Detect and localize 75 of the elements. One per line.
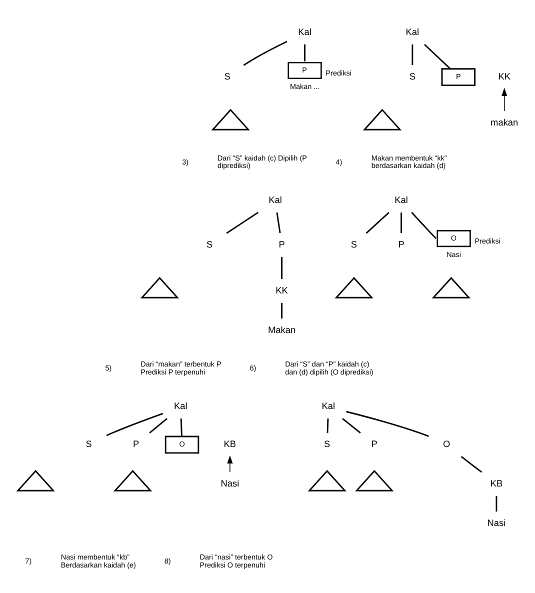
- node-triangle: [334, 276, 374, 298]
- node-box: O: [436, 230, 471, 247]
- node-text: Kal: [322, 400, 336, 411]
- label: 8): [164, 556, 171, 565]
- connector: [366, 212, 390, 234]
- connector: [326, 418, 329, 432]
- connector: [304, 44, 306, 61]
- node-triangle: [308, 469, 346, 491]
- label: Nasi membentuk “kb” Berdasarkan kaidah (e): [60, 552, 136, 569]
- arrow: [501, 87, 508, 111]
- node-box: P: [288, 61, 322, 79]
- label: Dari “S” kaidah (c) Dipilih (P diprediksi): [217, 152, 307, 170]
- connector: [281, 302, 283, 318]
- node-text: Makan: [268, 324, 296, 334]
- node-text: KK: [276, 285, 288, 296]
- node-text: P: [278, 239, 285, 250]
- node-text: S: [350, 239, 358, 250]
- node-triangle: [432, 276, 471, 298]
- connector: [496, 495, 498, 512]
- node-text: S: [324, 438, 330, 449]
- node-text: Kal: [268, 194, 282, 204]
- connector: [243, 40, 288, 66]
- node-text: Nasi: [487, 517, 506, 528]
- node-text: S: [224, 71, 230, 82]
- label: Dari “nasi” terbentuk O Prediksi O terpenuhi: [200, 552, 273, 569]
- connector: [180, 418, 182, 436]
- label: 3): [182, 156, 189, 166]
- connector: [276, 212, 281, 233]
- node-text: O: [442, 438, 450, 449]
- node-text: makan: [490, 116, 518, 127]
- node-text: Kal: [298, 26, 312, 36]
- node-label: Nasi: [446, 249, 462, 258]
- label: Dari “makan” terbentuk P Prediksi P terpenuhi: [140, 358, 222, 376]
- label: 4): [336, 156, 342, 166]
- connector: [424, 43, 451, 69]
- node-text: Nasi: [220, 478, 240, 488]
- node-text: S: [86, 438, 92, 449]
- connector: [281, 256, 283, 279]
- node-text: KB: [490, 478, 503, 488]
- connector: [226, 211, 259, 234]
- connector: [400, 212, 402, 233]
- node-box: O: [164, 435, 200, 454]
- label: 7): [25, 556, 32, 565]
- connector: [342, 417, 361, 433]
- node-triangle: [113, 469, 152, 491]
- node-triangle: [211, 108, 250, 130]
- node-text: Kal: [394, 194, 408, 204]
- node-text: Kal: [406, 26, 420, 36]
- connector: [411, 211, 437, 239]
- connector: [106, 412, 164, 436]
- node-text: S: [206, 239, 213, 250]
- connector: [149, 417, 168, 433]
- node-label: Prediksi: [326, 68, 352, 78]
- connector: [460, 456, 482, 472]
- node-text: P: [398, 239, 404, 250]
- label: 6): [250, 362, 256, 372]
- node-text: KB: [224, 438, 236, 449]
- connector: [412, 44, 414, 64]
- label: Dari “S” dan “P” kaidah (c) dan (d) dipilih (O diprediksi): [285, 358, 374, 376]
- node-text: P: [132, 438, 140, 449]
- connector: [346, 410, 429, 436]
- node-box: P: [441, 68, 476, 86]
- node-triangle: [16, 469, 55, 491]
- node-text: Kal: [174, 400, 188, 411]
- label: Makan membentuk “kk” berdasarkan kaidah (d): [371, 152, 447, 170]
- node-text: KK: [498, 71, 510, 82]
- arrow: [227, 454, 233, 472]
- node-triangle: [362, 108, 402, 130]
- node-text: S: [409, 71, 416, 82]
- node-label: Prediksi: [474, 236, 500, 246]
- node-text: P: [371, 438, 378, 449]
- node-triangle: [355, 469, 394, 491]
- label: 5): [105, 362, 112, 372]
- node-label: Makan ...: [290, 81, 320, 90]
- node-triangle: [140, 276, 180, 298]
